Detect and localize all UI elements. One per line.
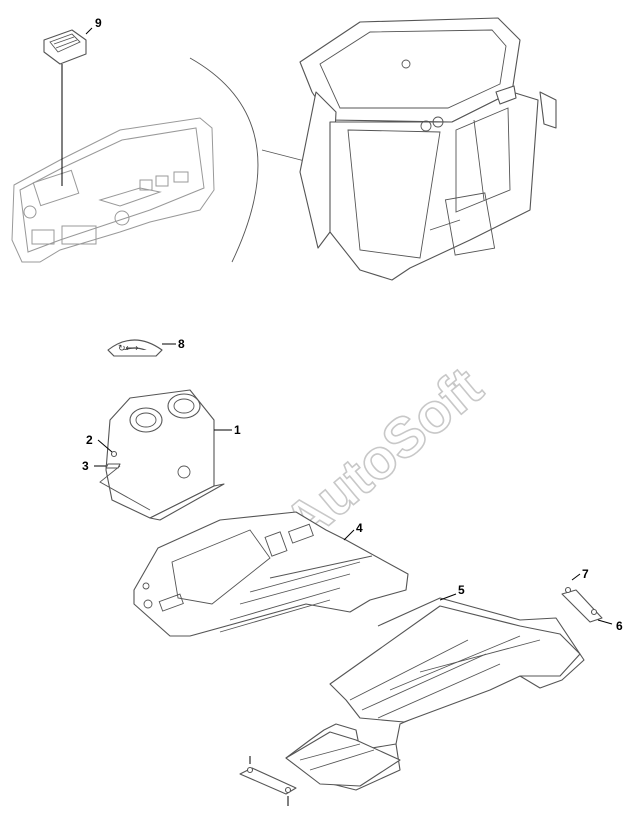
dashboard-console-illustration	[11, 117, 215, 263]
callout-4: 4	[356, 521, 363, 535]
part-4-front-floor-mat	[133, 511, 409, 637]
callout-1: 1	[234, 423, 241, 437]
callout-6: 6	[616, 619, 623, 633]
callout-8: 8	[178, 337, 185, 351]
part-2-3-fasteners	[94, 439, 121, 469]
svg-text:↻⟷: ↻⟷	[118, 343, 139, 353]
callout-7: 7	[582, 567, 589, 581]
part-1-console-housing	[99, 389, 232, 521]
cab-illustration	[299, 17, 557, 281]
part-6-7-threshold-strips	[239, 573, 613, 806]
callout-3: 3	[82, 459, 89, 473]
callout-2: 2	[86, 433, 93, 447]
detail-connector-arc	[189, 57, 259, 263]
callout-9: 9	[95, 16, 102, 30]
part-9-vent-grille	[43, 27, 93, 186]
part-8-switch-plate: ↻⟷	[107, 339, 176, 357]
part-5-rear-floor-mat	[285, 593, 585, 791]
callout-5: 5	[458, 583, 465, 597]
